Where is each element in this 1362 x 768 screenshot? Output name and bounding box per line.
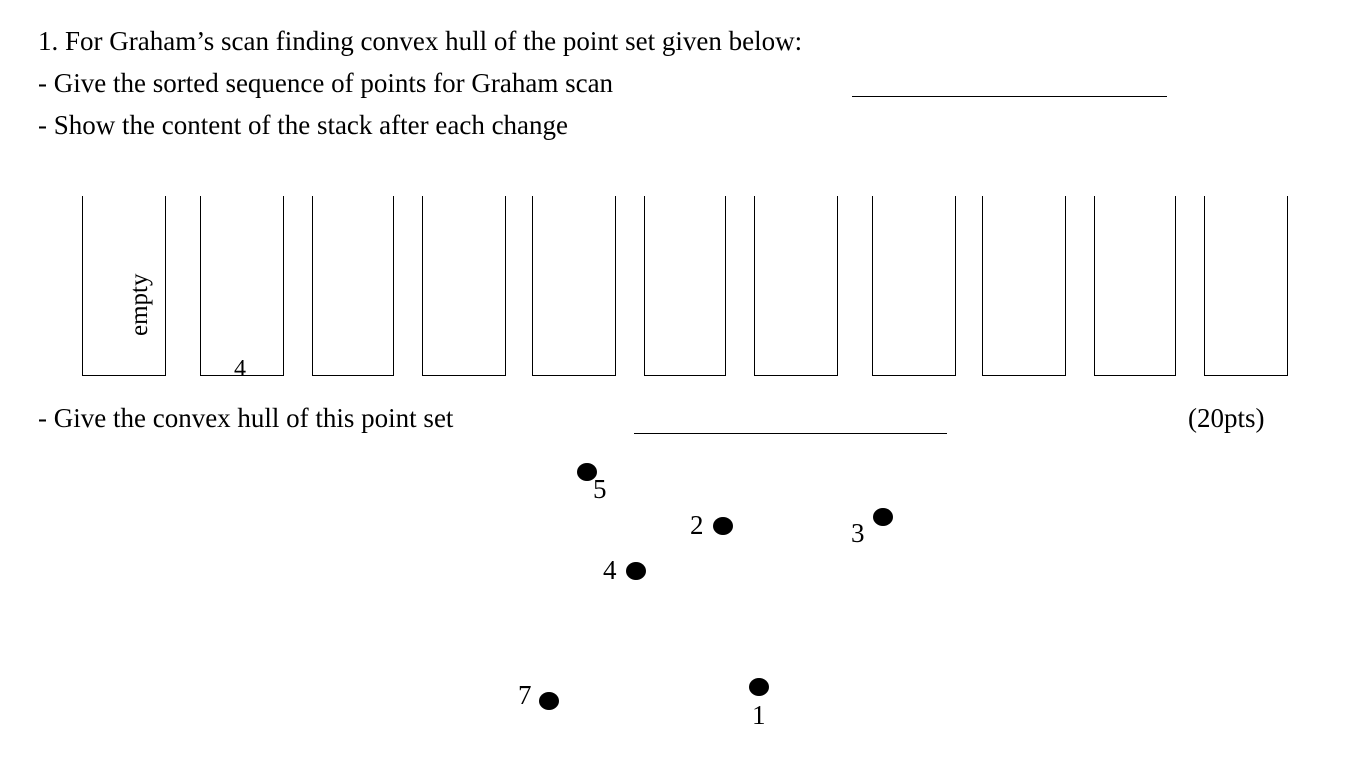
- point-label: 3: [851, 518, 865, 548]
- stack-box[interactable]: [82, 196, 166, 376]
- points-value: (20pts): [1188, 403, 1265, 433]
- point-label: 4: [603, 555, 617, 585]
- point-label: 7: [518, 680, 532, 710]
- point-dot-icon: [873, 508, 893, 526]
- sorted-sequence-prompt: - Give the sorted sequence of points for…: [38, 68, 614, 98]
- point-dot-icon: [626, 562, 646, 580]
- stack-box[interactable]: [1204, 196, 1288, 376]
- stack-empty-label: empty: [126, 273, 153, 337]
- question-title: 1. For Graham’s scan finding convex hull…: [38, 26, 803, 56]
- point-dot-icon: [539, 692, 559, 710]
- stack-box[interactable]: [422, 196, 506, 376]
- point-label: 1: [752, 700, 766, 730]
- point-label: 5: [593, 474, 607, 504]
- stack-box[interactable]: [1094, 196, 1176, 376]
- point-dot-icon: [577, 463, 597, 481]
- stack-box[interactable]: [754, 196, 838, 376]
- point-dot-icon: [749, 678, 769, 696]
- stack-box[interactable]: [200, 196, 284, 376]
- sorted-sequence-answer-blank[interactable]: [852, 96, 1167, 97]
- stack-box[interactable]: [312, 196, 394, 376]
- convex-hull-prompt: - Give the convex hull of this point set: [38, 403, 454, 433]
- point-dot-icon: [713, 517, 733, 535]
- stack-box[interactable]: [532, 196, 616, 376]
- stack-entry-label: 4: [234, 356, 246, 382]
- stack-box[interactable]: [982, 196, 1066, 376]
- point-label: 2: [690, 510, 704, 540]
- stack-box[interactable]: [644, 196, 726, 376]
- convex-hull-answer-blank[interactable]: [634, 433, 947, 434]
- stack-box[interactable]: [872, 196, 956, 376]
- stack-content-prompt: - Show the content of the stack after ea…: [38, 110, 569, 140]
